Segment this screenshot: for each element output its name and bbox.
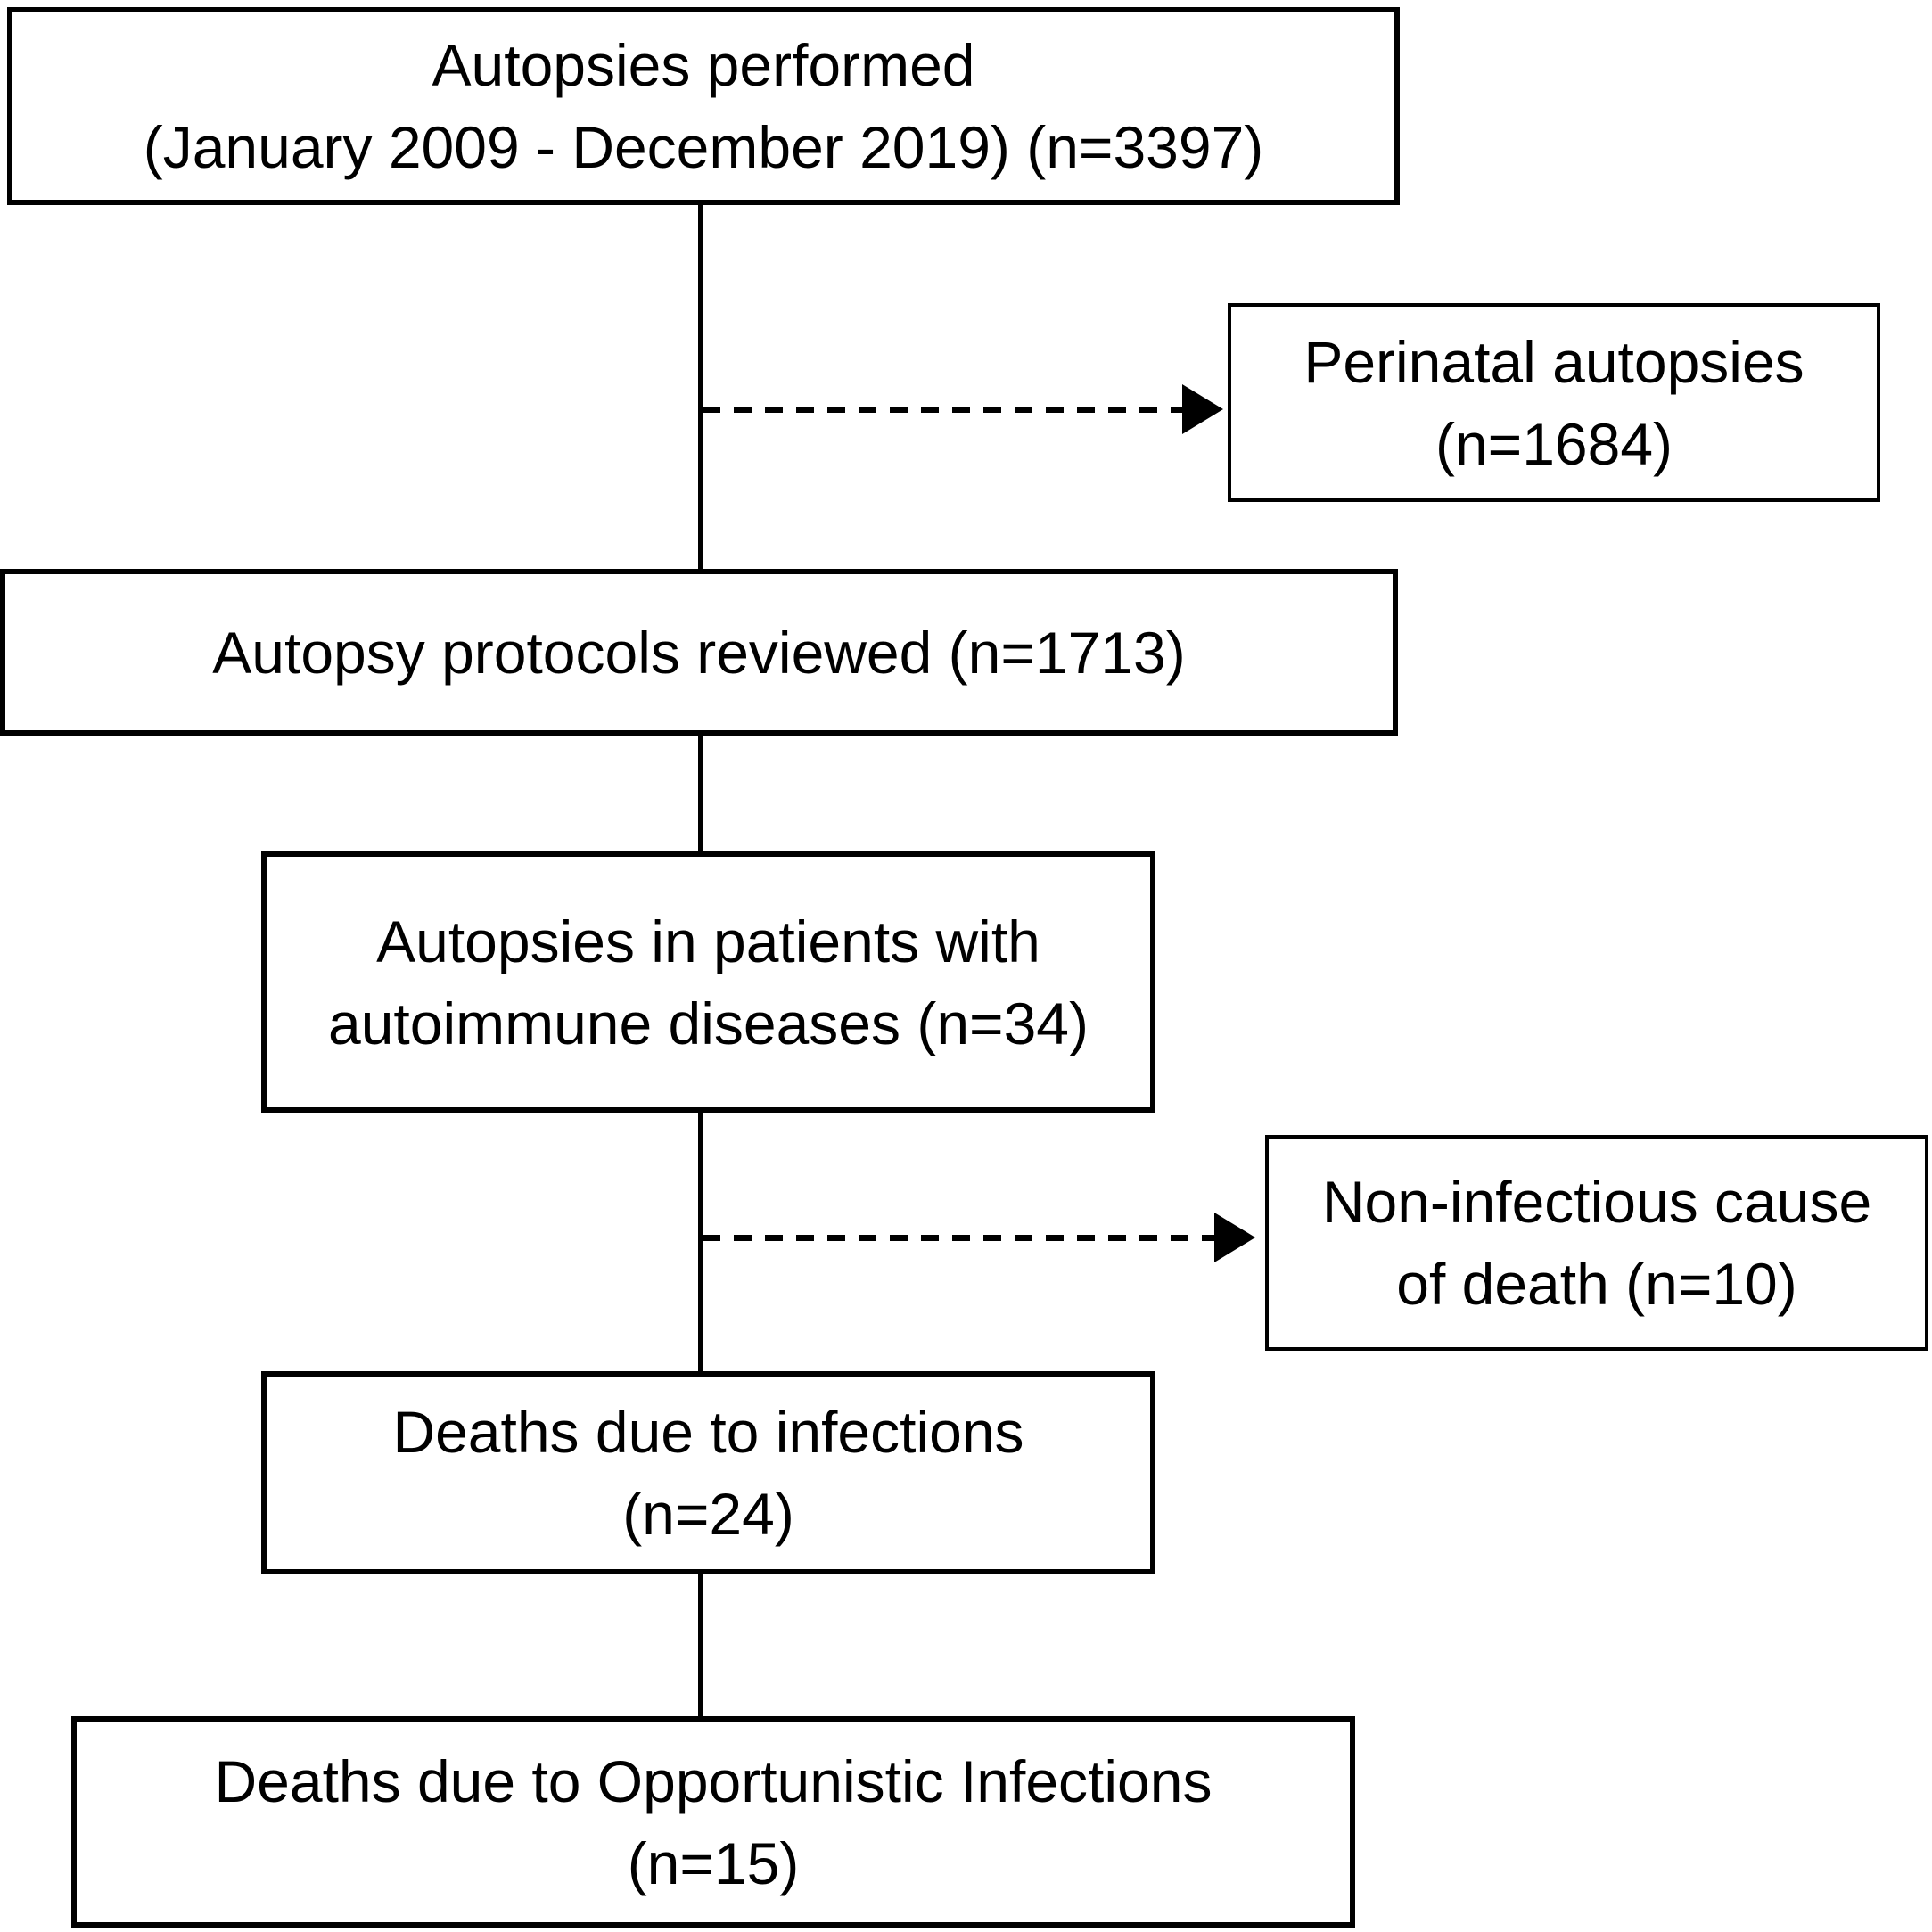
dashed-arrow-perinatal-line — [703, 407, 1182, 413]
box-deaths-opportunistic-line2: (n=15) — [627, 1829, 800, 1896]
box-deaths-opportunistic-line1: Deaths due to Opportunistic Infections — [214, 1747, 1213, 1814]
box-deaths-opportunistic: Deaths due to Opportunistic Infections (… — [71, 1716, 1355, 1928]
box-autoimmune-autopsies-line1: Autopsies in patients with — [376, 908, 1040, 974]
connector-autoimmune-to-infections — [698, 1113, 703, 1371]
box-noninfectious-cause-line2: of death (n=10) — [1396, 1251, 1797, 1317]
connector-infections-to-opportunistic — [698, 1574, 703, 1716]
box-perinatal-autopsies-line1: Perinatal autopsies — [1303, 328, 1805, 395]
box-noninfectious-cause: Non-infectious cause of death (n=10) — [1265, 1135, 1928, 1351]
box-noninfectious-cause-line1: Non-infectious cause — [1321, 1169, 1872, 1235]
box-autopsies-performed-line1: Autopsies performed — [432, 32, 975, 98]
box-autoimmune-autopsies-line2: autoimmune diseases (n=34) — [328, 990, 1089, 1056]
dashed-arrow-noninfectious-line — [703, 1235, 1214, 1241]
connector-performed-to-protocols — [698, 205, 703, 569]
box-deaths-infections-line1: Deaths due to infections — [392, 1399, 1024, 1465]
box-deaths-infections: Deaths due to infections (n=24) — [261, 1371, 1155, 1574]
dashed-arrow-noninfectious-arrowhead-icon — [1214, 1213, 1255, 1262]
box-autopsies-performed-line2: (January 2009 - December 2019) (n=3397) — [143, 114, 1264, 180]
dashed-arrow-perinatal-arrowhead-icon — [1182, 384, 1223, 434]
box-perinatal-autopsies-line2: (n=1684) — [1435, 410, 1673, 477]
box-protocols-reviewed-line1: Autopsy protocols reviewed (n=1713) — [212, 619, 1186, 686]
connector-protocols-to-autoimmune — [698, 736, 703, 851]
box-autoimmune-autopsies: Autopsies in patients with autoimmune di… — [261, 851, 1155, 1113]
box-deaths-infections-line2: (n=24) — [622, 1481, 794, 1547]
box-autopsies-performed: Autopsies performed (January 2009 - Dece… — [7, 7, 1400, 205]
box-perinatal-autopsies: Perinatal autopsies (n=1684) — [1228, 303, 1880, 502]
box-protocols-reviewed: Autopsy protocols reviewed (n=1713) — [0, 569, 1398, 736]
